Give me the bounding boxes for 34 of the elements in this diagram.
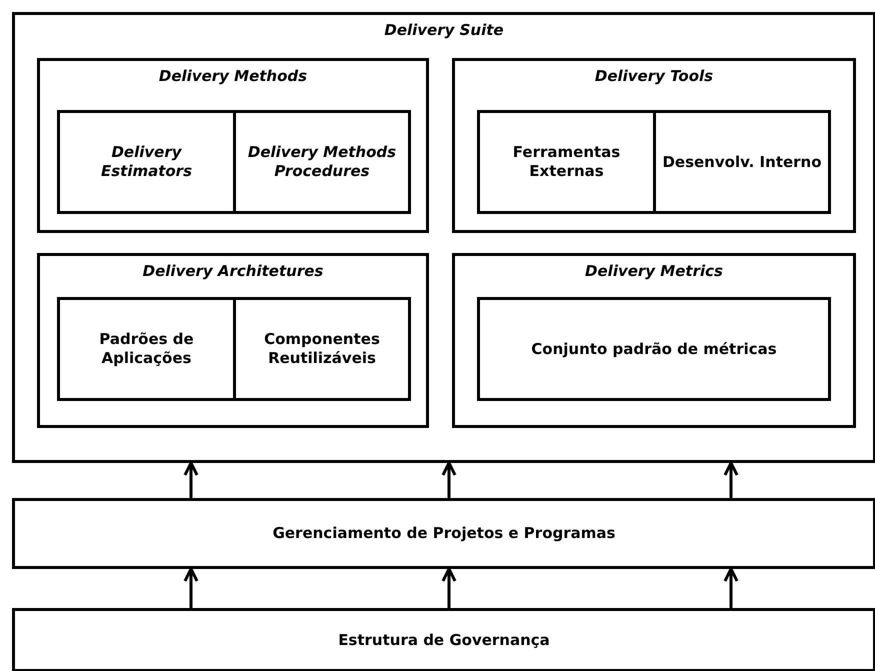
arrow (724, 568, 738, 608)
component-box (233, 297, 411, 401)
group-box (37, 58, 429, 233)
arrow (442, 568, 456, 608)
component-box (653, 110, 831, 214)
component-label: Delivery Estimators (100, 143, 194, 181)
group-box (452, 58, 856, 233)
group-title: Delivery Methods (158, 67, 308, 86)
arrow (184, 462, 198, 498)
group-title: Delivery Tools (594, 67, 714, 86)
group-title: Delivery Metrics (584, 262, 724, 281)
arrow (184, 568, 198, 608)
component-box (57, 297, 236, 401)
group-title: Delivery Suite (383, 21, 505, 40)
component-box (233, 110, 411, 214)
layer-box (12, 608, 875, 671)
component-box (477, 110, 656, 214)
group-box (37, 253, 429, 428)
group-title: Delivery Architetures (142, 262, 324, 281)
component-label: Delivery Methods Procedures (246, 143, 398, 181)
arrow (724, 462, 738, 498)
component-label: Estrutura de Governança (338, 630, 550, 650)
component-box (477, 297, 831, 401)
component-box (57, 110, 236, 214)
arrow (442, 462, 456, 498)
group-box (452, 253, 856, 428)
component-label: Desenvolv. Interno (662, 152, 822, 172)
component-label: Componentes Reutilizáveis (263, 330, 381, 368)
suite-box (12, 12, 875, 463)
layer-box (12, 498, 875, 569)
component-label: Gerenciamento de Projetos e Programas (272, 524, 616, 543)
component-label: Padrões de Aplicações (98, 330, 195, 368)
component-label: Conjunto padrão de métricas (531, 340, 777, 358)
component-label: Ferramentas Externas (512, 143, 622, 181)
